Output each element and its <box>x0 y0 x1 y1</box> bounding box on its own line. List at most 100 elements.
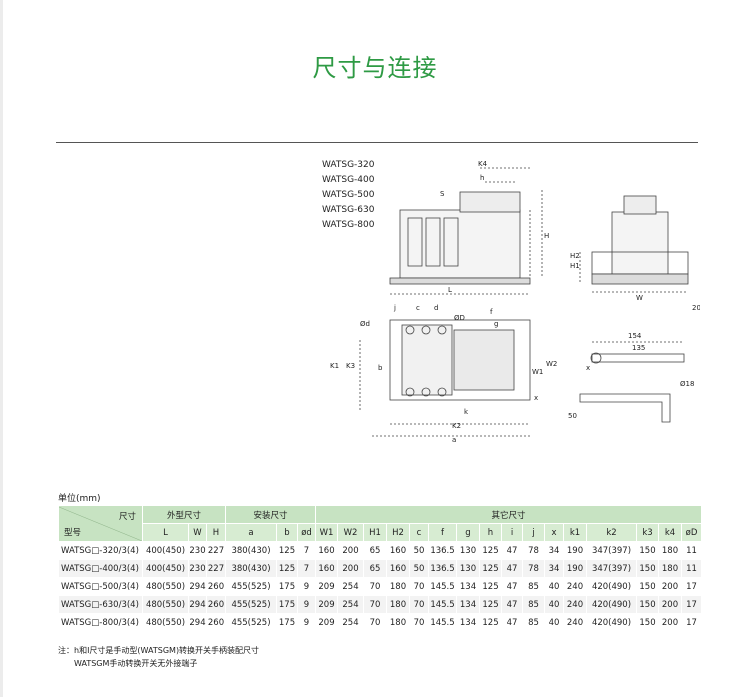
column-header: øD <box>680 523 703 542</box>
column-header: j <box>522 523 545 542</box>
dim-label: K2 <box>452 422 461 430</box>
value-cell: 190 <box>563 559 587 578</box>
value-cell: 240 <box>563 613 587 632</box>
value-cell: 125 <box>276 541 298 560</box>
value-cell: 200 <box>658 595 682 614</box>
model-item: WATSG-320 <box>322 160 375 170</box>
value-cell: 420(490) <box>586 613 637 632</box>
dim-label: k <box>464 408 469 416</box>
value-cell: 260 <box>206 577 226 596</box>
value-cell: 70 <box>409 595 429 614</box>
value-cell: 160 <box>386 541 410 560</box>
plan-view <box>359 319 531 437</box>
value-cell: 455(525) <box>225 613 277 632</box>
column-header: W1 <box>315 523 338 542</box>
value-cell: 125 <box>479 595 502 614</box>
value-cell: 209 <box>315 613 338 632</box>
column-header: x <box>544 523 564 542</box>
value-cell: 190 <box>563 541 587 560</box>
value-cell: 455(525) <box>225 577 277 596</box>
group-header: 外型尺寸 <box>142 505 226 524</box>
column-header: b <box>276 523 298 542</box>
footnote: WATSGM手动转换开关无外接端子 <box>74 659 198 668</box>
column-header: ød <box>297 523 316 542</box>
value-cell: 70 <box>363 613 387 632</box>
value-cell: 47 <box>501 613 523 632</box>
dim-label: ØD <box>454 314 465 322</box>
value-cell: 160 <box>315 541 338 560</box>
value-cell: 70 <box>363 595 387 614</box>
value-cell: 180 <box>386 613 410 632</box>
title-divider <box>56 142 698 143</box>
value-cell: 7 <box>297 559 316 578</box>
dim-label: L <box>448 286 452 294</box>
model-cell: WATSG□-500/3(4) <box>58 577 143 596</box>
column-header: i <box>501 523 523 542</box>
value-cell: 160 <box>386 559 410 578</box>
value-cell: 294 <box>188 613 207 632</box>
value-cell: 70 <box>363 577 387 596</box>
dim-label: g <box>494 320 498 328</box>
page-title: 尺寸与连接 <box>312 54 438 82</box>
value-cell: 136.5 <box>428 541 457 560</box>
column-header: H1 <box>363 523 387 542</box>
value-cell: 209 <box>315 595 338 614</box>
value-cell: 9 <box>297 577 316 596</box>
front-view <box>389 167 543 295</box>
value-cell: 240 <box>563 595 587 614</box>
value-cell: 11 <box>680 541 703 560</box>
column-header: W <box>188 523 207 542</box>
model-item: WATSG-630 <box>322 205 375 215</box>
value-cell: 175 <box>276 613 298 632</box>
value-cell: 260 <box>206 595 226 614</box>
unit-label: 单位(mm) <box>58 494 101 504</box>
dimension-drawing: K4 h S H H1 H2 L W 20 j c d Ød ØD f g K1… <box>330 160 700 444</box>
dim-label: W <box>636 294 643 302</box>
dim-label: 50 <box>568 412 577 420</box>
value-cell: 47 <box>501 577 523 596</box>
value-cell: 230 <box>188 541 207 560</box>
value-cell: 227 <box>206 541 226 560</box>
dim-label: 135 <box>632 344 645 352</box>
value-cell: 65 <box>363 541 387 560</box>
value-cell: 145.5 <box>428 577 457 596</box>
value-cell: 380(430) <box>225 559 277 578</box>
value-cell: 180 <box>658 541 682 560</box>
side-view <box>579 195 689 293</box>
column-header: a <box>225 523 277 542</box>
value-cell: 455(525) <box>225 595 277 614</box>
value-cell: 230 <box>188 559 207 578</box>
value-cell: 34 <box>544 559 564 578</box>
value-cell: 254 <box>337 595 364 614</box>
table-corner-cell: 尺寸 型号 <box>58 505 143 542</box>
value-cell: 130 <box>456 559 480 578</box>
dim-label: b <box>378 364 383 372</box>
value-cell: 78 <box>522 559 545 578</box>
value-cell: 145.5 <box>428 613 457 632</box>
value-cell: 150 <box>636 541 659 560</box>
model-cell: WATSG□-630/3(4) <box>58 595 143 614</box>
value-cell: 480(550) <box>142 613 189 632</box>
model-item: WATSG-400 <box>322 175 375 185</box>
value-cell: 134 <box>456 595 480 614</box>
model-cell: WATSG□-400/3(4) <box>58 559 143 578</box>
value-cell: 78 <box>522 541 545 560</box>
value-cell: 480(550) <box>142 577 189 596</box>
dim-label: H2 <box>570 252 580 260</box>
value-cell: 260 <box>206 613 226 632</box>
value-cell: 125 <box>479 613 502 632</box>
value-cell: 17 <box>680 595 703 614</box>
dim-label: K4 <box>478 160 488 168</box>
footnote: 注：h和I尺寸是手动型(WATSGM)转换开关手柄装配尺寸 <box>58 646 260 655</box>
value-cell: 125 <box>479 541 502 560</box>
value-cell: 254 <box>337 577 364 596</box>
column-header: k3 <box>636 523 659 542</box>
value-cell: 47 <box>501 541 523 560</box>
dim-label: d <box>434 304 438 312</box>
model-cell: WATSG□-800/3(4) <box>58 613 143 632</box>
value-cell: 50 <box>409 559 429 578</box>
value-cell: 209 <box>315 577 338 596</box>
